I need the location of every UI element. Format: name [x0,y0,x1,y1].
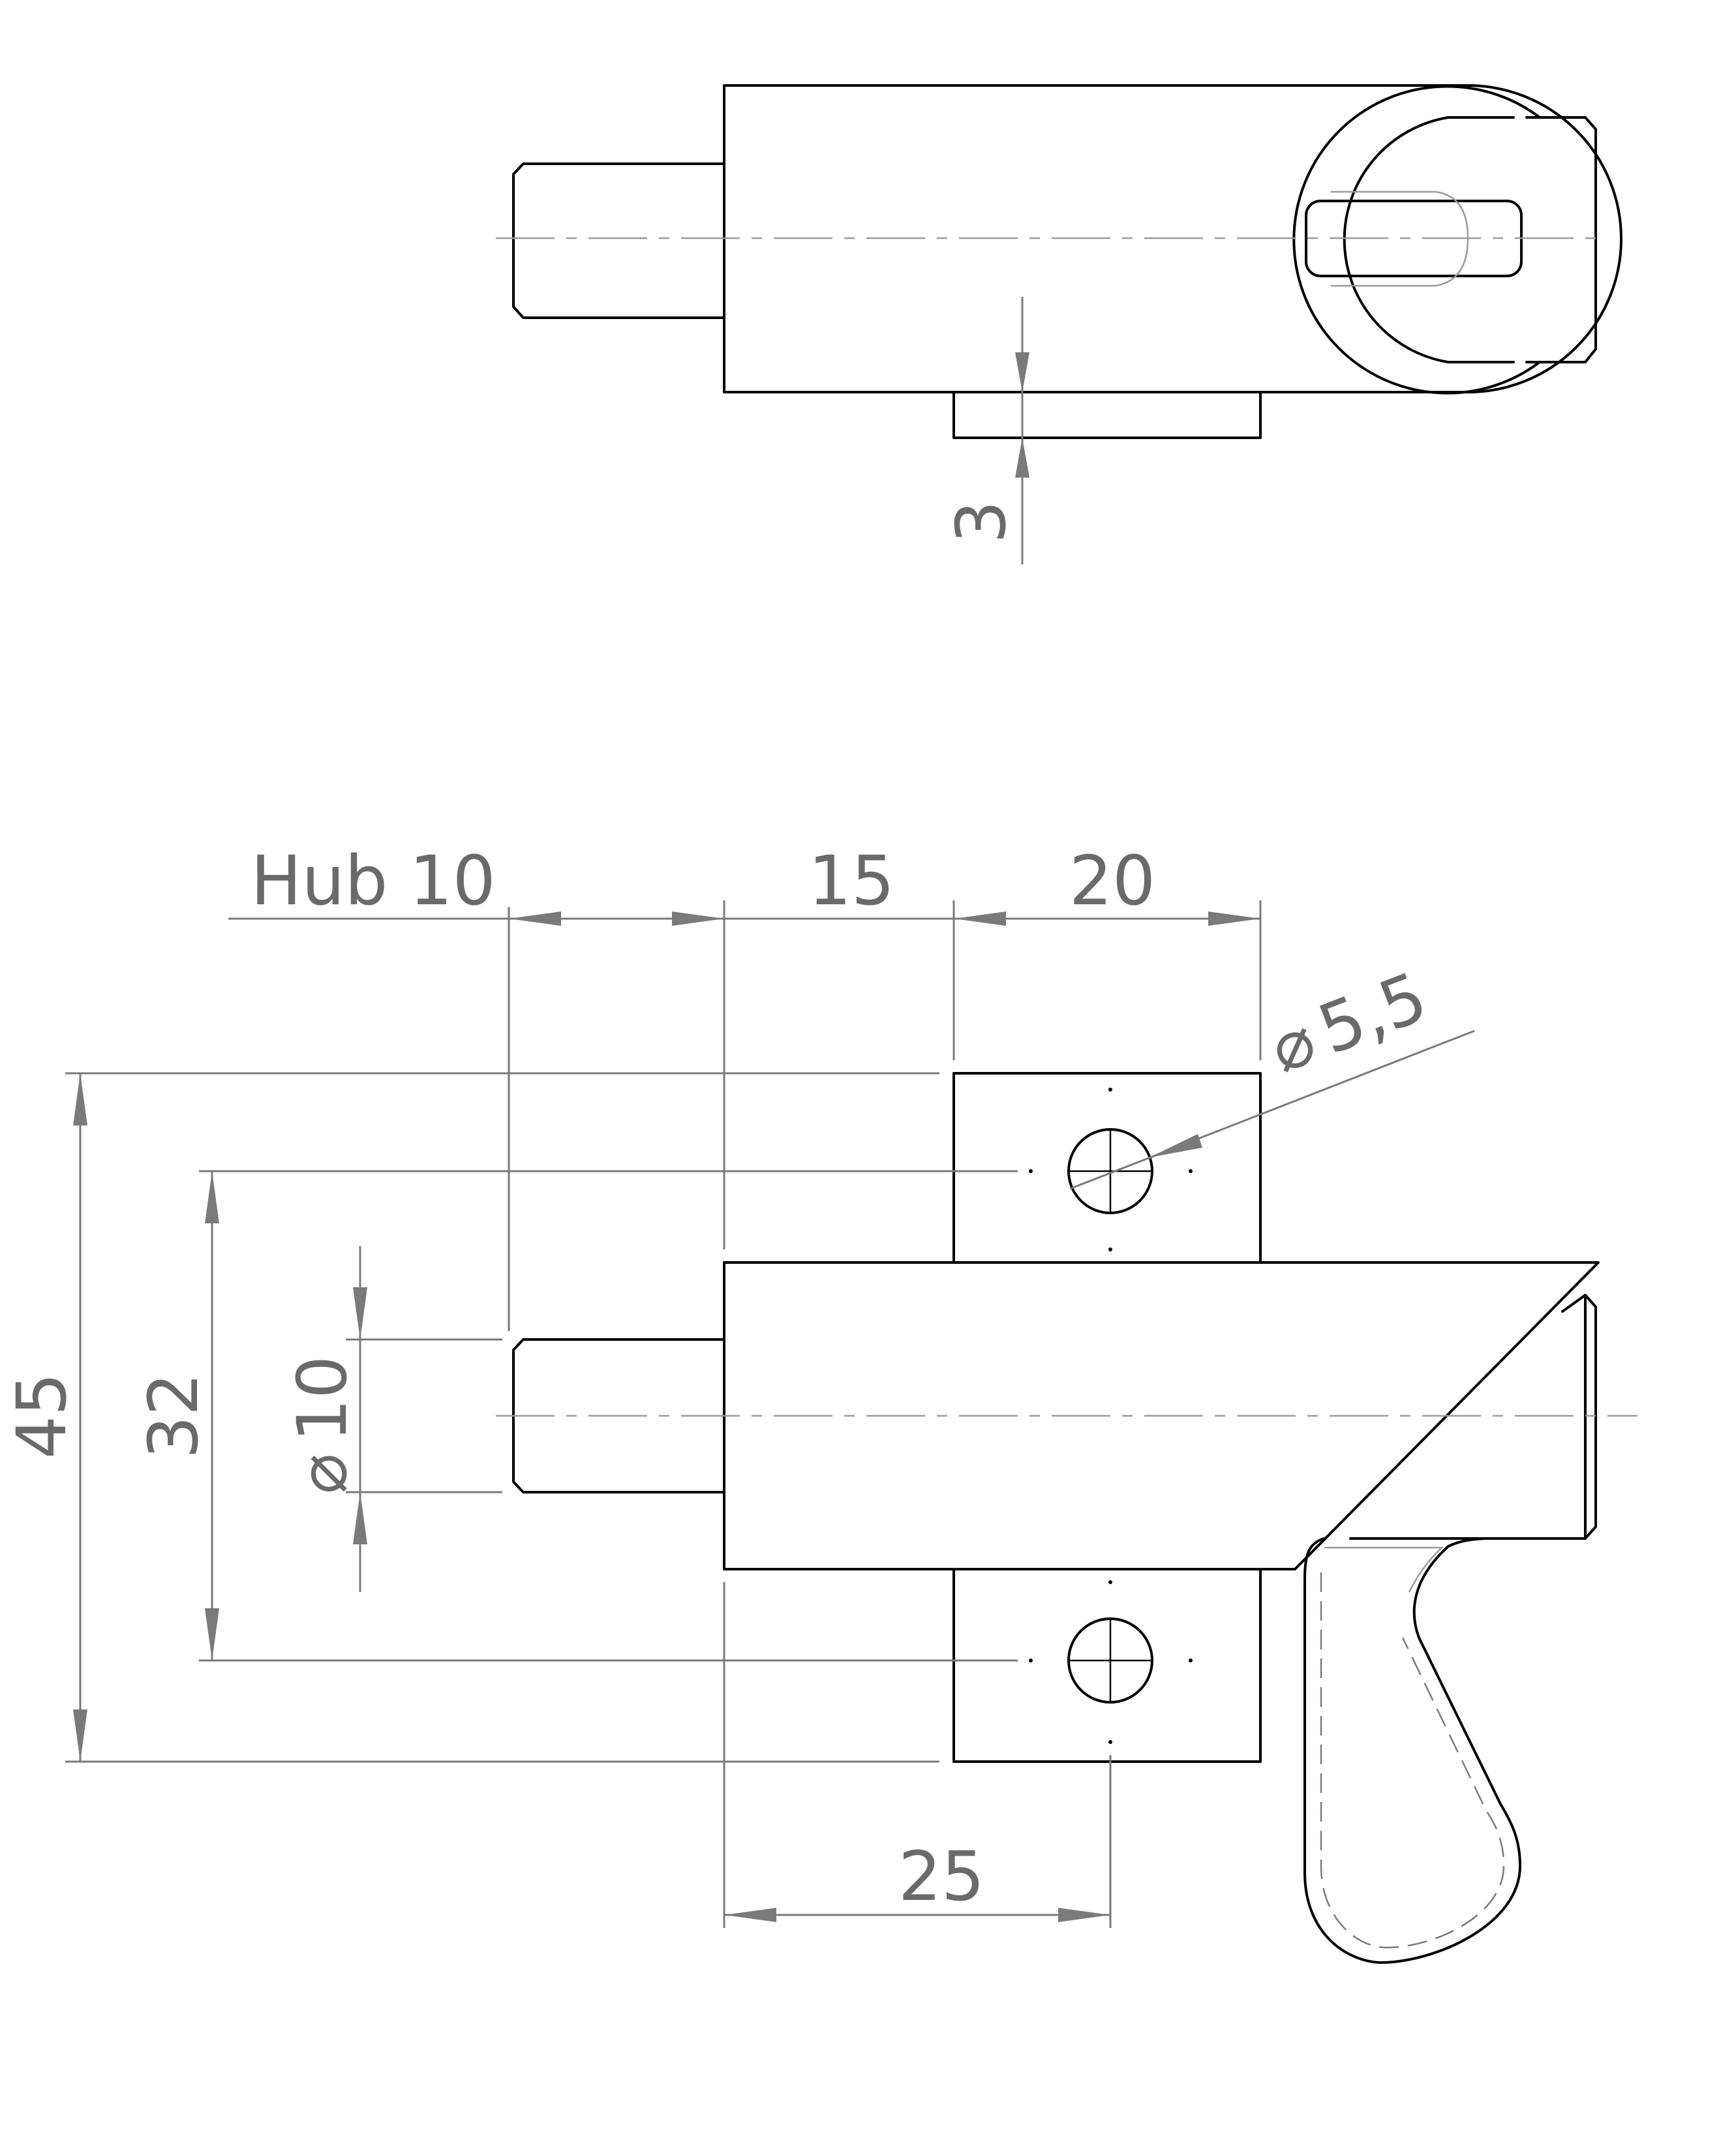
dim-15-label: 15 [808,841,894,921]
center-mark [1189,1169,1193,1173]
dim-hole-arrow [1150,1134,1202,1157]
dim-hole-leader [1069,1030,1475,1190]
front-view-handle [1303,1537,1521,1964]
dim-hub-label: Hub 10 [251,841,496,921]
dim-20-label: 20 [1069,841,1155,921]
dim-45-arrow-bottom [73,1709,87,1762]
center-mark [1108,1580,1112,1584]
front-view-handle-hidden [1320,1572,1505,1949]
dim-25-arrow-right [1058,1908,1110,1922]
dim-10-label: 10 [282,1356,362,1442]
front-view-handle-ghost [1324,1546,1444,1593]
dim-32-arrow-top [205,1171,219,1223]
dim-10-arrow-top [353,1287,367,1339]
center-mark [1029,1659,1033,1662]
dim-10-arrow-bottom [353,1492,367,1544]
top-view-end-plate [1525,116,1597,363]
dim-3-label: 3 [941,500,1021,543]
top-view-mounting-plate [952,391,1262,439]
dim-hole-label-group: ⌀ 5,5 [1259,956,1437,1088]
dim-32-arrow-bottom [205,1608,219,1660]
dim-45-arrow-top [73,1073,87,1125]
dim-hub-arrow-left [509,911,561,926]
dim-3-arrow-bottom [1015,438,1029,478]
center-mark [1189,1659,1193,1662]
center-mark [1029,1169,1033,1173]
dim-25-label: 25 [898,1837,984,1916]
center-mark [1108,1088,1112,1092]
diameter-symbol: ⌀ [282,1453,362,1494]
front-view-housing [723,1261,1600,1570]
front-view-plate-top [952,1072,1262,1264]
dim-hub-arrow-right [672,911,724,926]
dim-45-label: 45 [2,1373,82,1459]
front-view-bolt-end [1349,1294,1597,1540]
dim-32-label: 32 [134,1373,213,1459]
front-view-plate-bottom [952,1568,1262,1763]
dim-20-arrow-right [1208,911,1260,926]
dim-25-arrow-left [724,1908,776,1922]
dim-20-arrow-left [954,911,1006,926]
top-view: 3 [496,84,1622,564]
top-view-handle-ring-inner [1343,116,1515,363]
front-view [496,1072,1637,1964]
center-mark [1108,1740,1112,1744]
top-view-handle-ring-outer [1292,85,1541,395]
dim-3-arrow-top [1015,352,1029,392]
top-view-bolt-pin [512,162,725,319]
dim-10-label-group: ⌀ 10 [282,1356,362,1494]
dimensions: Hub 10 15 20 ⌀ 5,5 45 32 ⌀ 10 [2,841,1475,1928]
center-mark [1108,1247,1112,1251]
top-view-handle-ring [1467,84,1622,393]
